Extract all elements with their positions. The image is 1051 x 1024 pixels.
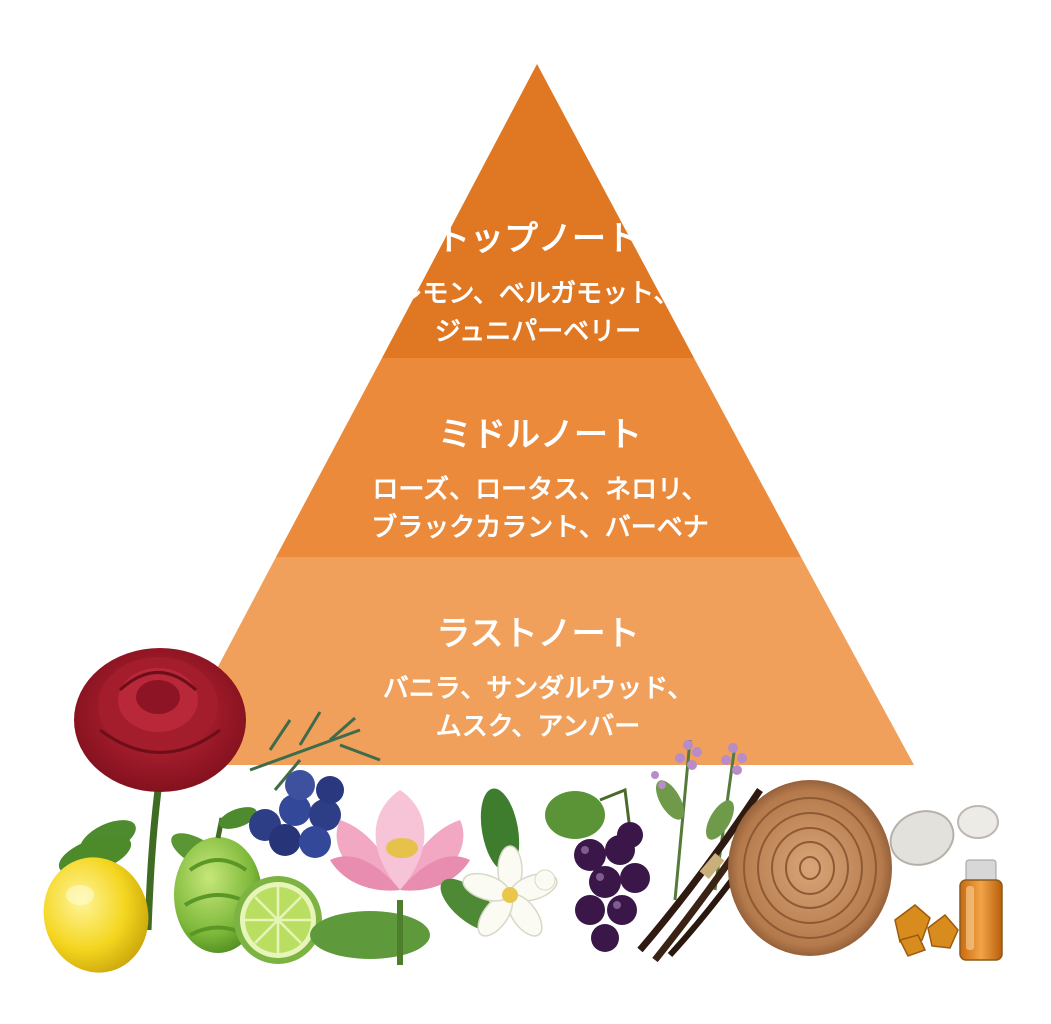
tier-title-last: ラストノート xyxy=(436,614,639,654)
tier-notes-last-line1: バニラ、サンダルウッド、 xyxy=(383,673,693,704)
lemon-icon xyxy=(43,835,149,973)
tier-notes-middle-line1: ローズ、ロータス、ネロリ、 xyxy=(372,474,707,505)
pyramid-tier-top xyxy=(382,64,694,358)
tier-notes-top-line1: レモン、ベルガモット、 xyxy=(396,279,679,309)
tier-title-top: トップノート xyxy=(436,219,640,259)
verbena-icon xyxy=(651,739,747,901)
pyramid xyxy=(166,64,914,765)
tier-top-text: トップノート レモン、ベルガモット、 ジュニパーベリー xyxy=(396,219,679,347)
blackcurrant-icon xyxy=(545,787,650,952)
amber-resin-icon xyxy=(894,904,959,957)
tier-notes-middle-line2: ブラックカラント、バーベナ xyxy=(371,512,708,543)
juniper-berry-icon xyxy=(249,711,381,858)
lotus-icon xyxy=(310,790,470,965)
sandalwood-log-icon xyxy=(728,780,892,956)
pyramid-tier-middle xyxy=(276,358,801,557)
perfume-bottle-icon xyxy=(959,859,1003,961)
tier-middle-text: ミドルノート ローズ、ロータス、ネロリ、 ブラックカラント、バーベナ xyxy=(371,415,708,543)
musk-stone-icon xyxy=(889,805,999,866)
pyramid-tier-last xyxy=(166,557,914,765)
tier-notes-top-line2: ジュニパーベリー xyxy=(435,317,641,347)
tier-title-middle: ミドルノート xyxy=(438,415,642,455)
illustrations xyxy=(43,648,1003,973)
neroli-blossom-icon xyxy=(440,788,558,937)
tier-last-text: ラストノート バニラ、サンダルウッド、 ムスク、アンバー xyxy=(383,614,693,742)
tier-notes-last-line2: ムスク、アンバー xyxy=(436,712,641,742)
lime-slice-icon xyxy=(234,876,322,964)
